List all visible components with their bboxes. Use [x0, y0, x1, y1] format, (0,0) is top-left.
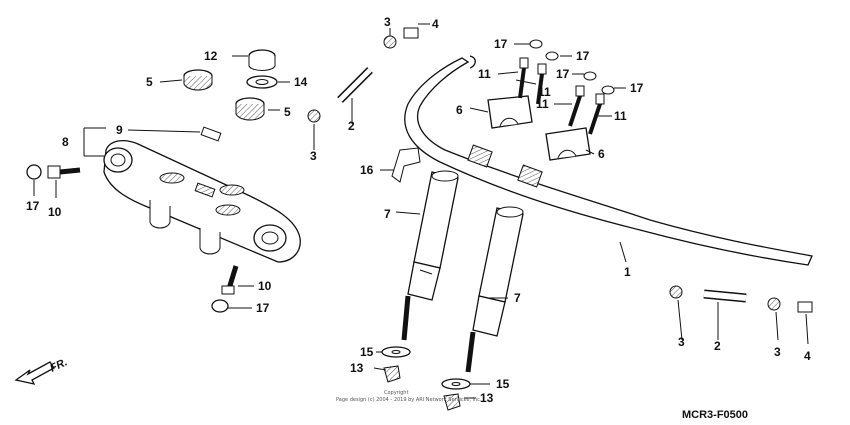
front-direction-label: FR. [48, 356, 69, 374]
callout-4: 4 [804, 349, 811, 363]
plate-9[interactable] [200, 126, 222, 142]
callout-6: 6 [456, 103, 463, 117]
callout-7: 7 [514, 291, 521, 305]
callout-2: 2 [714, 339, 721, 353]
callout-5: 5 [146, 75, 153, 89]
cap-17f[interactable] [211, 299, 229, 313]
callout-3: 3 [678, 335, 685, 349]
handlebar-holder-lower[interactable] [545, 127, 591, 161]
callout-17: 17 [630, 81, 644, 95]
rubber-5a[interactable] [183, 69, 213, 91]
bolt-10a[interactable] [47, 165, 81, 179]
nut-13b[interactable] [443, 393, 461, 411]
nut-3d[interactable] [767, 297, 781, 311]
top-bridge[interactable] [103, 139, 301, 263]
front-direction-arrow: FR. [14, 356, 69, 385]
nut-13a[interactable] [383, 365, 401, 383]
cap-17e[interactable] [26, 164, 42, 180]
diagram-code: MCR3-F0500 [682, 409, 748, 421]
clamp-4a[interactable] [403, 27, 419, 39]
callout-8: 8 [62, 135, 69, 149]
callout-3: 3 [384, 15, 391, 29]
nut-3a[interactable] [383, 35, 397, 49]
bolt-10b[interactable] [221, 265, 239, 295]
callout-17: 17 [576, 49, 590, 63]
callout-10: 10 [48, 205, 62, 219]
washer-15a[interactable] [381, 346, 411, 358]
handlebar-holder-upper[interactable] [487, 95, 533, 129]
callout-2: 2 [348, 119, 355, 133]
callout-12: 12 [204, 49, 218, 63]
nut-3b[interactable] [307, 109, 321, 123]
callout-17: 17 [556, 67, 570, 81]
callout-11: 11 [614, 109, 627, 123]
callout-13: 13 [480, 391, 494, 405]
cap-17d[interactable] [601, 85, 615, 95]
bolt-11d[interactable] [588, 93, 605, 135]
washer-14[interactable] [246, 75, 278, 89]
copyright-line-1: Copyright [384, 390, 408, 396]
callout-9: 9 [116, 123, 123, 137]
callout-labels: 1 2 2 3 3 3 3 4 4 5 5 6 6 7 7 8 9 10 10 … [26, 15, 811, 405]
callout-15: 15 [496, 377, 510, 391]
callout-4: 4 [432, 17, 439, 31]
callout-13: 13 [350, 361, 364, 375]
bolt-11a[interactable] [518, 57, 529, 99]
bolt-11b[interactable] [536, 63, 547, 105]
leader-lines [33, 23, 809, 399]
callout-3: 3 [310, 149, 317, 163]
clamp-4b[interactable] [797, 301, 813, 313]
cap-17b[interactable] [545, 51, 559, 61]
callout-10: 10 [258, 279, 272, 293]
callout-1: 1 [624, 265, 631, 279]
callout-11: 11 [478, 67, 491, 81]
callout-17: 17 [494, 37, 508, 51]
callout-11: 11 [536, 97, 549, 111]
washer-15b[interactable] [441, 378, 471, 390]
nut-3c[interactable] [669, 285, 683, 299]
callout-17: 17 [256, 301, 270, 315]
callout-6: 6 [598, 147, 605, 161]
callout-15: 15 [360, 345, 374, 359]
copyright-line-2: Page design (c) 2004 - 2019 by ARI Netwo… [336, 397, 482, 403]
fork-tube-left[interactable] [401, 170, 459, 341]
callout-7: 7 [384, 207, 391, 221]
cap-17a[interactable] [529, 39, 543, 49]
bracket-16[interactable] [391, 147, 421, 183]
pin-2a[interactable] [337, 67, 373, 103]
callout-5: 5 [284, 105, 291, 119]
bolt-11c[interactable] [568, 85, 585, 127]
rubber-5b[interactable] [235, 97, 265, 121]
pin-2b[interactable] [703, 289, 747, 303]
callout-3: 3 [774, 345, 781, 359]
fork-tube-right[interactable] [465, 206, 524, 373]
cap-12[interactable] [248, 49, 276, 71]
callout-16: 16 [360, 163, 374, 177]
callout-17: 17 [26, 199, 40, 213]
handlebar[interactable] [404, 55, 813, 266]
cap-17c[interactable] [583, 71, 597, 81]
callout-11: 11 [538, 85, 551, 99]
callout-14: 14 [294, 75, 308, 89]
